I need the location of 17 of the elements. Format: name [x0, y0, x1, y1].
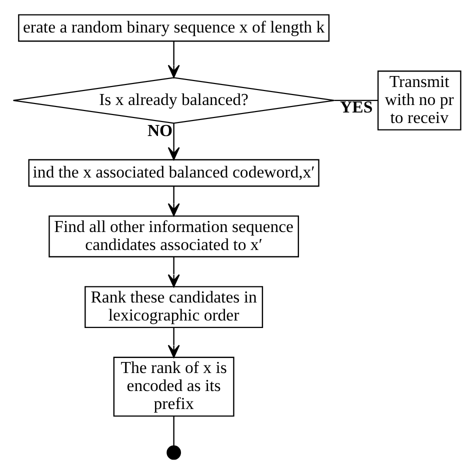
arrow [168, 328, 180, 358]
connector [334, 100, 378, 102]
arrow [168, 186, 180, 216]
node-box: Rank these candidates in lexicographic order [84, 286, 264, 328]
edge-label: YES [340, 98, 373, 117]
node-box: erate a random binary sequence x of length k [18, 14, 330, 42]
node-diamond: Is x already balanced? [12, 77, 335, 124]
connector [173, 416, 174, 446]
arrow [168, 123, 180, 160]
edge-label: NO [147, 121, 173, 140]
node-box: The rank of x is encoded as its prefix [113, 356, 234, 417]
node-box: Find all other information sequence candidates associated to x′ [48, 215, 299, 258]
arrow [168, 41, 180, 78]
arrow [168, 256, 180, 288]
node-box: Transmit with no pr to receiv [377, 70, 462, 130]
node-box: ind the x associated balanced codeword,x′ [28, 159, 320, 187]
node-circle [166, 445, 181, 460]
